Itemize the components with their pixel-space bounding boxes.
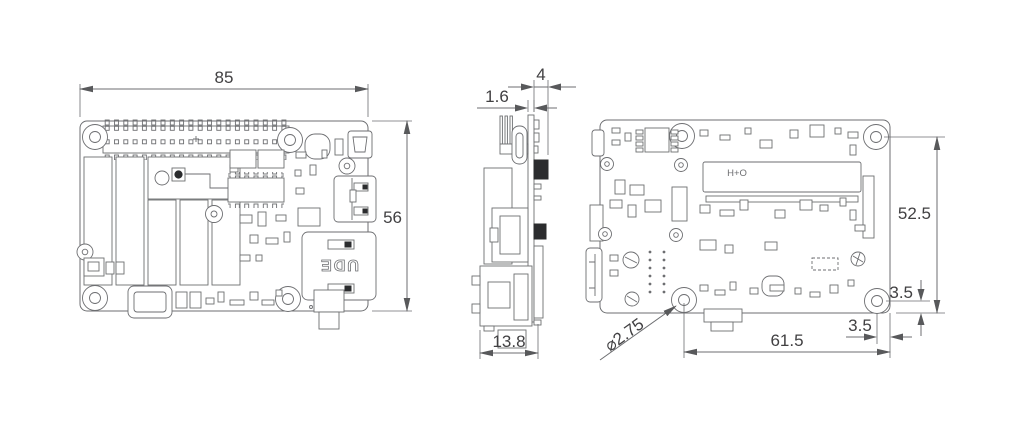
bottom-board-outline <box>599 119 891 314</box>
mounting-hole <box>671 287 697 313</box>
screw-head <box>338 157 356 175</box>
antenna-zone <box>147 156 241 200</box>
audio-jack <box>309 289 345 330</box>
screw-head <box>622 251 640 269</box>
antenna-trace <box>185 173 230 189</box>
component-cluster <box>609 124 866 298</box>
dim-text-hole-diameter: ⌀2.75 <box>601 314 647 355</box>
edge-connector-outlines <box>585 129 605 303</box>
mounting-hole <box>863 124 889 150</box>
antenna-pad <box>154 170 170 186</box>
dim-board-height: 56 <box>372 120 412 312</box>
screw-head <box>850 251 866 267</box>
via-dots <box>648 250 666 294</box>
micro-usb-outline <box>591 129 605 157</box>
dim-text-board-width: 85 <box>215 68 234 87</box>
dim-text-pcb-thickness: 1.6 <box>485 87 509 106</box>
vertical-connector <box>862 175 875 239</box>
dashed-outline <box>811 257 839 271</box>
micro-usb-port <box>347 130 373 159</box>
dim-text-hole-to-bottom-edge: 52.5 <box>898 204 931 223</box>
pad-circle <box>598 227 612 241</box>
dim-hole-offset-right: 3.5 <box>846 313 912 358</box>
dim-text-connector-depth: 13.8 <box>492 332 525 351</box>
vertical-connector <box>671 186 688 222</box>
gpio-header <box>102 119 290 160</box>
dim-text-hole-span-width: 61.5 <box>770 331 803 350</box>
heatsink-screw-pad <box>205 205 223 223</box>
mounting-hole <box>864 288 890 314</box>
ethernet-outline <box>585 247 603 303</box>
bottom-side-connectors <box>533 119 549 326</box>
bottom-view: H+O <box>585 119 891 332</box>
ufl-center <box>174 170 183 179</box>
ethernet-profile <box>471 265 533 349</box>
dim-hole-to-bottom-edge: 52.5 <box>884 136 945 314</box>
gpio-center-mark <box>193 136 199 142</box>
flex-connector-profile <box>533 159 549 180</box>
component-cluster <box>239 138 357 262</box>
screw-head <box>624 291 640 307</box>
flex-pin-row <box>705 195 859 203</box>
flex-connector: H+O <box>702 161 862 203</box>
gpio-castellations-bottom <box>103 153 289 160</box>
pad-circle <box>674 158 688 172</box>
flex-connector-label: H+O <box>727 168 747 179</box>
dim-connector-depth: 13.8 <box>479 324 539 359</box>
top-view: UDE <box>76 119 377 330</box>
mounting-hole <box>82 124 108 150</box>
dim-hole-offset-bottom: 3.5 <box>886 280 930 336</box>
dim-hole-span-width: 61.5 <box>683 303 891 358</box>
dim-hole-diameter: ⌀2.75 <box>599 305 677 361</box>
dim-text-hole-offset-bottom: 3.5 <box>889 283 913 302</box>
side-view <box>471 114 549 349</box>
flex-connector-profile <box>533 223 547 240</box>
mounting-hole <box>277 127 303 153</box>
smd-pin-grid <box>635 127 679 153</box>
antenna-cutout <box>147 156 241 200</box>
dim-text-overall-thickness: 4 <box>536 65 545 84</box>
ethernet-usb-stack-port: UDE <box>301 231 377 301</box>
dim-pcb-thickness: 1.6 <box>477 87 557 112</box>
pin-header-block <box>227 149 285 208</box>
mounting-hole <box>82 285 108 311</box>
component-cluster <box>83 257 283 319</box>
pad-circle <box>669 228 683 242</box>
dim-board-width: 85 <box>79 68 369 117</box>
usb-port-label: UDE <box>319 256 359 273</box>
audio-jack-outline <box>703 308 743 332</box>
heatsink-fin-column <box>179 199 209 286</box>
micro-usb-profile <box>511 125 528 165</box>
pad-circle <box>600 157 614 171</box>
heatsink-fin-column <box>147 199 177 286</box>
gpio-castellations-top <box>103 119 289 126</box>
dim-text-board-height: 56 <box>383 208 402 227</box>
dim-text-hole-offset-right: 3.5 <box>848 316 872 335</box>
usb-a-profile <box>489 207 529 263</box>
